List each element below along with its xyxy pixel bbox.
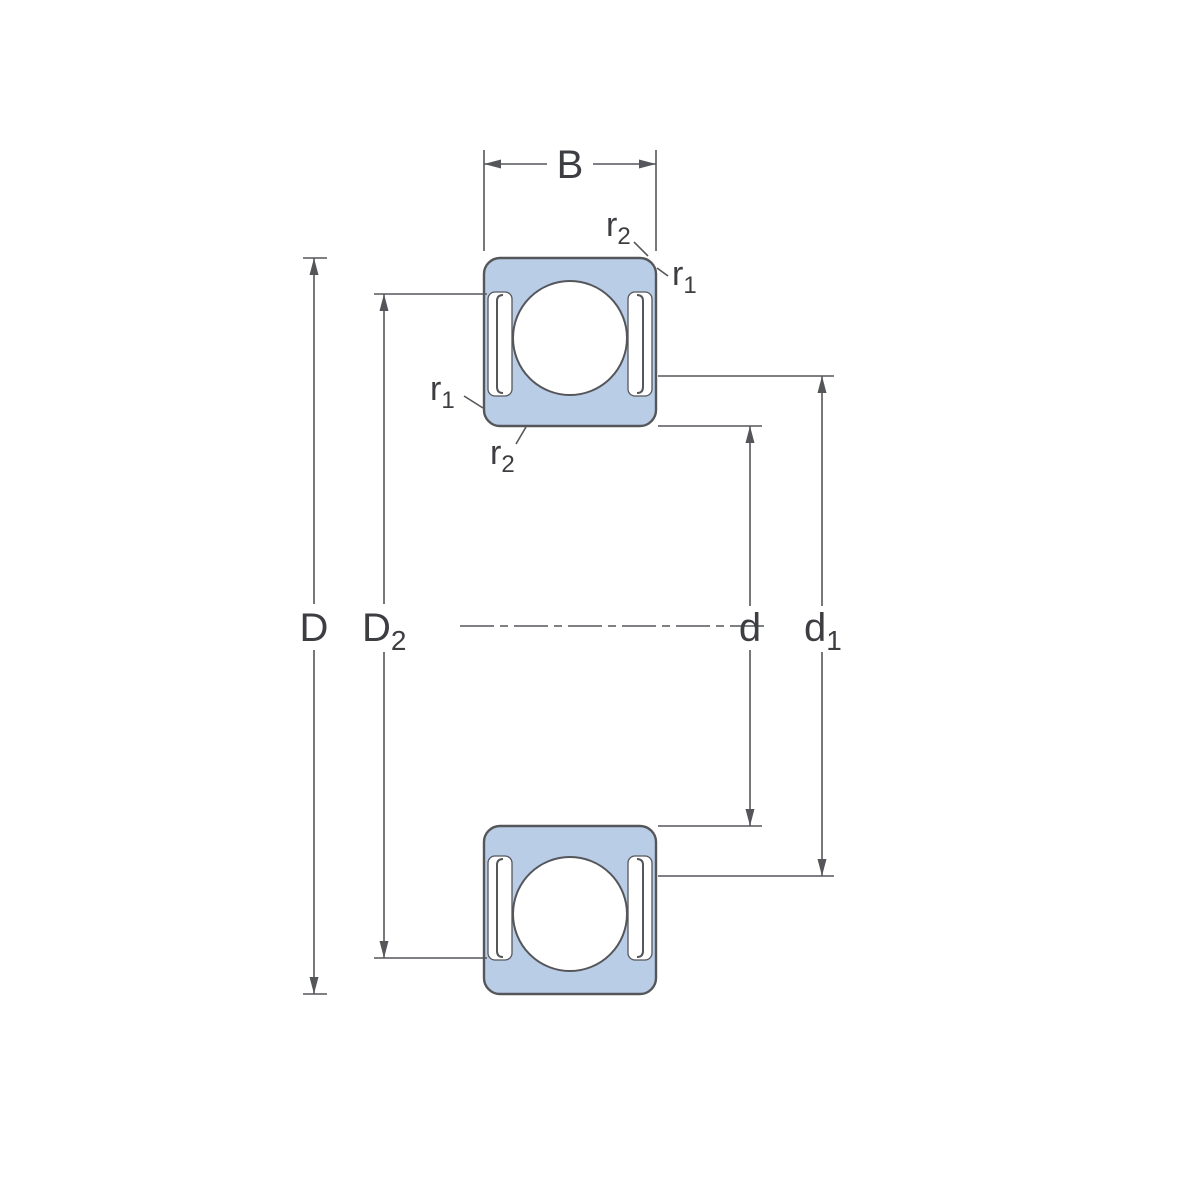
label-d: d [739, 606, 761, 650]
r1-lower-leader [463, 395, 484, 409]
bearing-section-top [482, 256, 658, 428]
dim-D-arrow-top [309, 258, 319, 275]
label-d1: d1 [804, 606, 842, 656]
label-B: B [557, 143, 584, 187]
dim-D2: D2 [362, 293, 487, 959]
dim-d1-arrow-bottom [817, 859, 827, 876]
bearing-section-bottom [482, 824, 658, 996]
dim-D: D [300, 257, 329, 995]
dim-d1-extension-lines [658, 375, 834, 877]
dim-B-arrow-right [639, 159, 656, 169]
r2-upper-leader [633, 241, 649, 257]
label-D: D [300, 606, 329, 650]
dim-D2-arrow-top [379, 294, 389, 311]
ball [512, 280, 628, 396]
label-r2-upper: r2 [606, 206, 631, 250]
dim-d: d [658, 425, 762, 827]
chamfer-labels: r2 r1 r1 r2 [430, 206, 697, 478]
dim-B-extension-lines [483, 150, 657, 251]
r2-lower-leader [515, 426, 527, 445]
shield-left [496, 294, 504, 394]
dim-B-arrow-left [484, 159, 501, 169]
r1-upper-leader [656, 267, 669, 277]
shield-slot-right [627, 291, 653, 397]
label-r2-lower: r2 [490, 434, 515, 478]
dim-d-arrow-top [745, 426, 755, 443]
dim-d-arrow-bottom [745, 809, 755, 826]
shield-right [636, 294, 644, 394]
label-r1-lower: r1 [430, 370, 455, 414]
dim-d1: d1 [658, 375, 842, 877]
label-r1-upper: r1 [672, 255, 697, 299]
label-D2: D2 [362, 606, 406, 656]
dim-d1-arrow-top [817, 376, 827, 393]
dim-D2-arrow-bottom [379, 941, 389, 958]
dim-D-extension-lines [303, 257, 327, 995]
dim-D2-extension-lines [374, 293, 487, 959]
dim-d-extension-lines [658, 425, 762, 827]
dim-B: B [483, 143, 657, 251]
shield-slot-left [487, 291, 513, 397]
dim-D-arrow-bottom [309, 977, 319, 994]
